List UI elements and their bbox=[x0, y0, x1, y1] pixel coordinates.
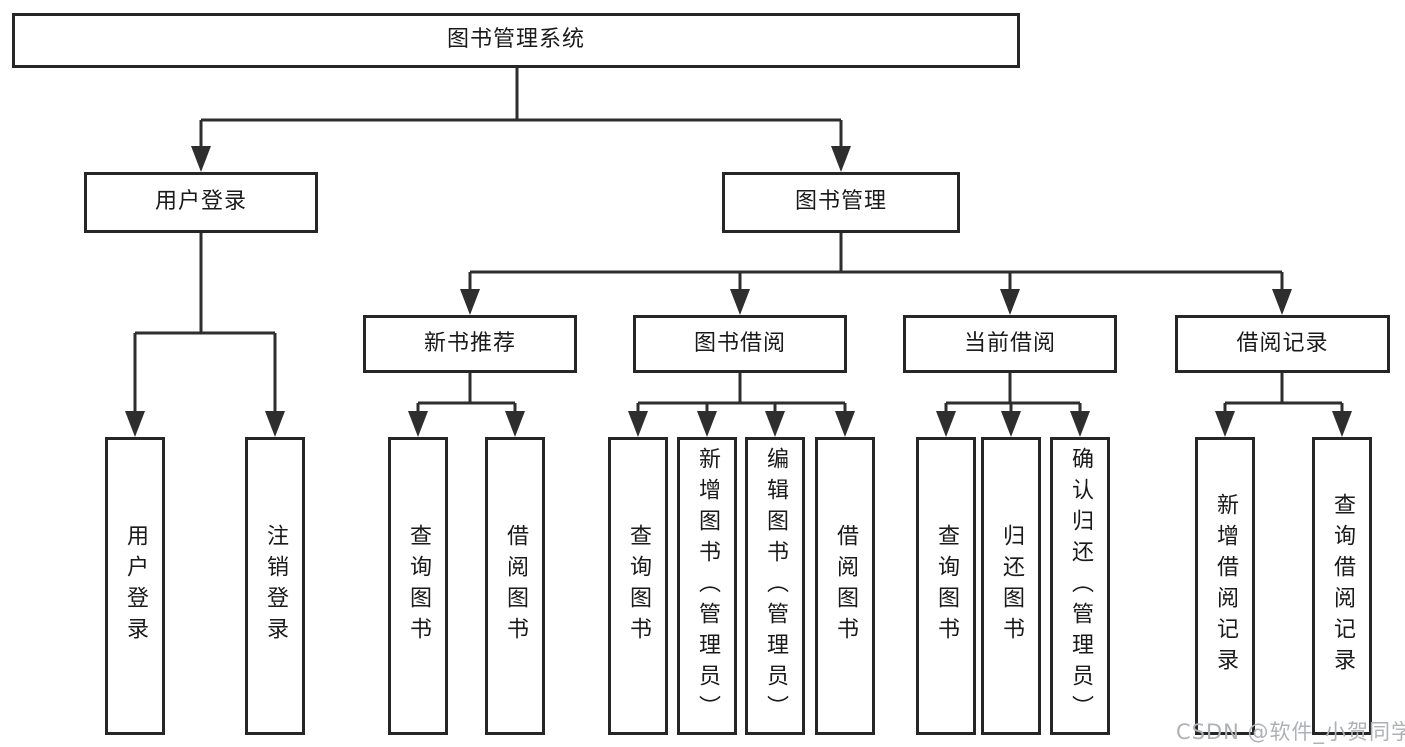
arrow-down-icon bbox=[1001, 411, 1021, 437]
node-label: 查询图书 bbox=[626, 524, 651, 648]
node-current-borrowing: 当前借阅 bbox=[903, 315, 1117, 373]
node-label: 查询图书 bbox=[406, 524, 431, 648]
node-label: 查询借阅记录 bbox=[1330, 493, 1355, 679]
leaf-user-login: 用户登录 bbox=[105, 437, 165, 735]
leaf-query-books-recommend: 查询图书 bbox=[388, 437, 448, 735]
leaf-return-books: 归还图书 bbox=[981, 437, 1041, 735]
leaf-logout: 注销登录 bbox=[245, 437, 305, 735]
leaf-confirm-return-admin: 确认归还（管理员） bbox=[1050, 437, 1110, 735]
node-label: 借阅图书 bbox=[503, 524, 528, 648]
node-label: 借阅记录 bbox=[1236, 330, 1329, 356]
node-label: 确认归还（管理员） bbox=[1068, 446, 1093, 726]
node-label: 查询图书 bbox=[934, 524, 959, 648]
node-label: 用户登录 bbox=[154, 189, 247, 215]
arrow-down-icon bbox=[1000, 289, 1020, 315]
leaf-add-books-admin: 新增图书（管理员） bbox=[677, 437, 737, 735]
node-label: 编辑图书（管理员） bbox=[763, 446, 788, 726]
node-label: 当前借阅 bbox=[963, 330, 1056, 356]
arrow-down-icon bbox=[936, 411, 956, 437]
arrow-down-icon bbox=[730, 289, 750, 315]
leaf-borrow-books-recommend: 借阅图书 bbox=[485, 437, 545, 735]
node-label: 借阅图书 bbox=[833, 524, 858, 648]
arrow-down-icon bbox=[125, 411, 145, 437]
arrow-down-icon bbox=[628, 411, 648, 437]
node-new-book-recommend: 新书推荐 bbox=[363, 315, 577, 373]
leaf-edit-books-admin: 编辑图书（管理员） bbox=[745, 437, 805, 735]
arrow-down-icon bbox=[1272, 289, 1292, 315]
arrow-down-icon bbox=[265, 411, 285, 437]
leaf-add-borrow-record: 新增借阅记录 bbox=[1195, 437, 1255, 735]
arrow-down-icon bbox=[765, 411, 785, 437]
node-label: 新书推荐 bbox=[423, 330, 516, 356]
arrow-down-icon bbox=[835, 411, 855, 437]
arrow-down-icon bbox=[831, 146, 851, 172]
node-label: 图书借阅 bbox=[693, 330, 786, 356]
node-label: 新增图书（管理员） bbox=[695, 446, 720, 726]
arrow-down-icon bbox=[1332, 411, 1352, 437]
leaf-query-books-borrow: 查询图书 bbox=[608, 437, 668, 735]
node-label: 注销登录 bbox=[263, 524, 288, 648]
leaf-query-books-current: 查询图书 bbox=[916, 437, 976, 735]
arrow-down-icon bbox=[191, 146, 211, 172]
watermark: CSDN @软件_小贺同学 bbox=[1176, 720, 1405, 744]
leaf-query-borrow-record: 查询借阅记录 bbox=[1312, 437, 1372, 735]
node-book-management: 图书管理 bbox=[722, 172, 960, 233]
arrow-down-icon bbox=[408, 411, 428, 437]
node-label: 归还图书 bbox=[999, 524, 1024, 648]
arrow-down-icon bbox=[505, 411, 525, 437]
node-label: 图书管理系统 bbox=[446, 27, 585, 53]
arrow-down-icon bbox=[1070, 411, 1090, 437]
node-label: 用户登录 bbox=[123, 524, 148, 648]
node-borrowing-records: 借阅记录 bbox=[1175, 315, 1390, 373]
node-label: 新增借阅记录 bbox=[1213, 493, 1238, 679]
leaf-borrow-books: 借阅图书 bbox=[815, 437, 875, 735]
node-root: 图书管理系统 bbox=[12, 13, 1020, 68]
node-user-login-branch: 用户登录 bbox=[84, 172, 318, 233]
node-label: 图书管理 bbox=[794, 189, 887, 215]
arrow-down-icon bbox=[1215, 411, 1235, 437]
node-book-borrowing: 图书借阅 bbox=[633, 315, 847, 373]
arrow-down-icon bbox=[697, 411, 717, 437]
arrow-down-icon bbox=[460, 289, 480, 315]
